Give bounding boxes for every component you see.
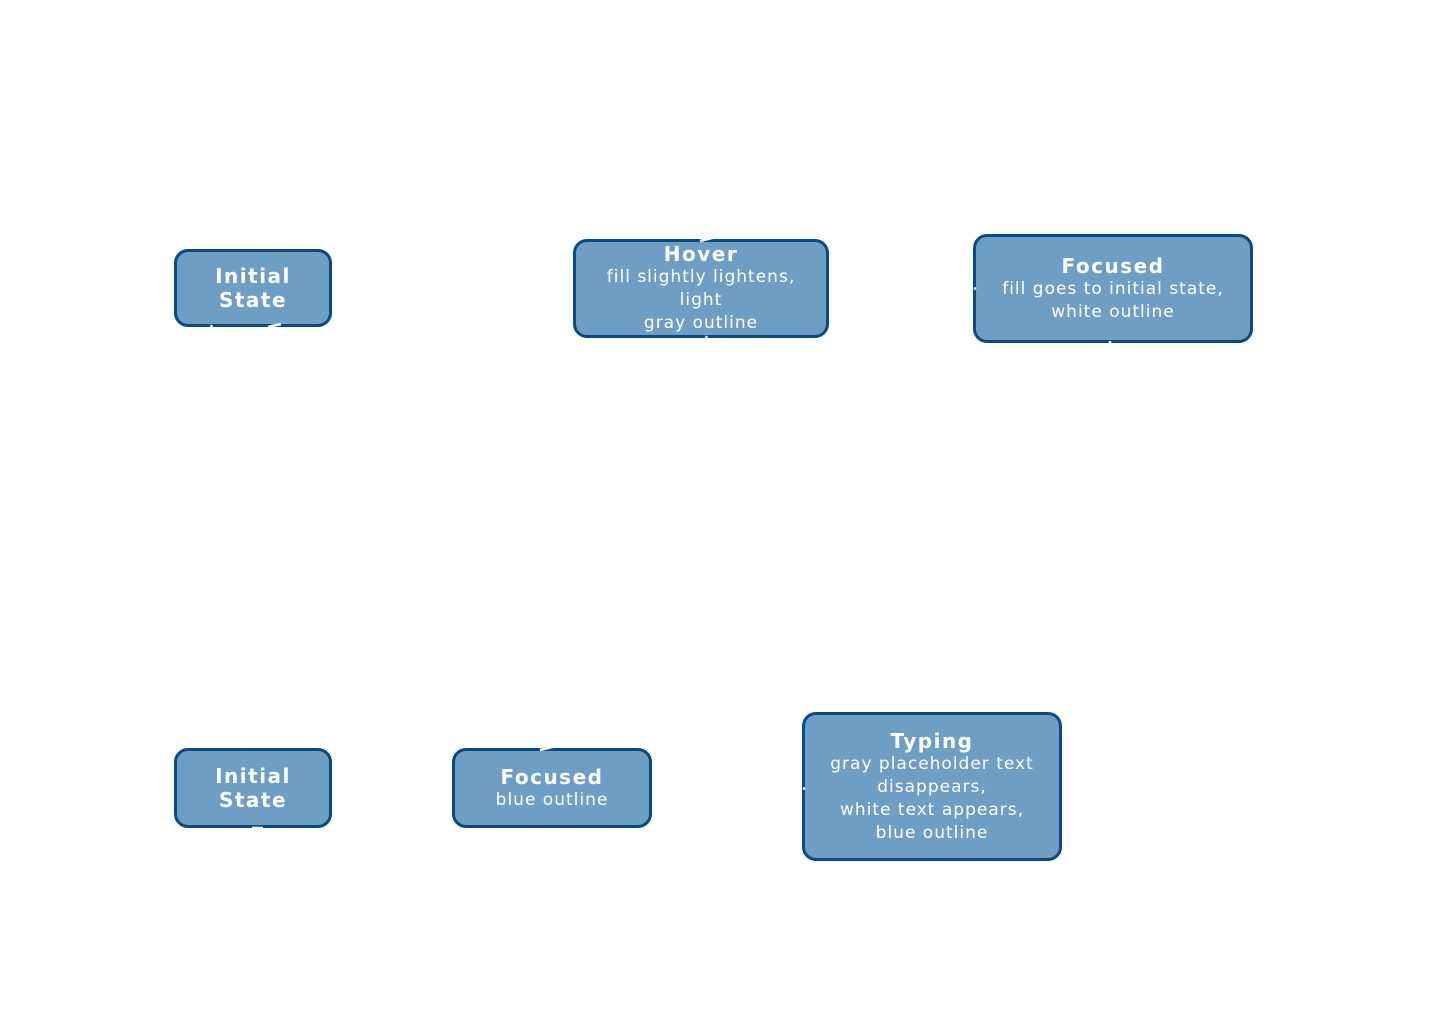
state-node-hover: Hover fill slightly lightens, light gray…	[573, 239, 829, 338]
state-description: gray placeholder text disappears, white …	[830, 753, 1034, 843]
state-node-initial-row1: Initial State	[174, 249, 332, 327]
state-node-focused-row1: Focused fill goes to initial state, whit…	[973, 234, 1253, 343]
state-description: fill goes to initial state, white outlin…	[1002, 278, 1224, 322]
state-title: Hover	[663, 242, 739, 266]
state-title: Typing	[890, 728, 974, 753]
state-description: blue outline	[495, 789, 609, 810]
state-node-typing: Typing gray placeholder text disappears,…	[802, 712, 1062, 861]
state-node-focused-row2: Focused blue outline	[452, 748, 652, 828]
state-title: Initial State	[215, 264, 291, 312]
state-title: Focused	[500, 764, 604, 789]
state-title: Focused	[1061, 253, 1165, 278]
state-description: fill slightly lightens, light gray outli…	[606, 267, 796, 333]
state-title: Initial State	[215, 764, 291, 812]
state-node-initial-row2: Initial State	[174, 748, 332, 828]
